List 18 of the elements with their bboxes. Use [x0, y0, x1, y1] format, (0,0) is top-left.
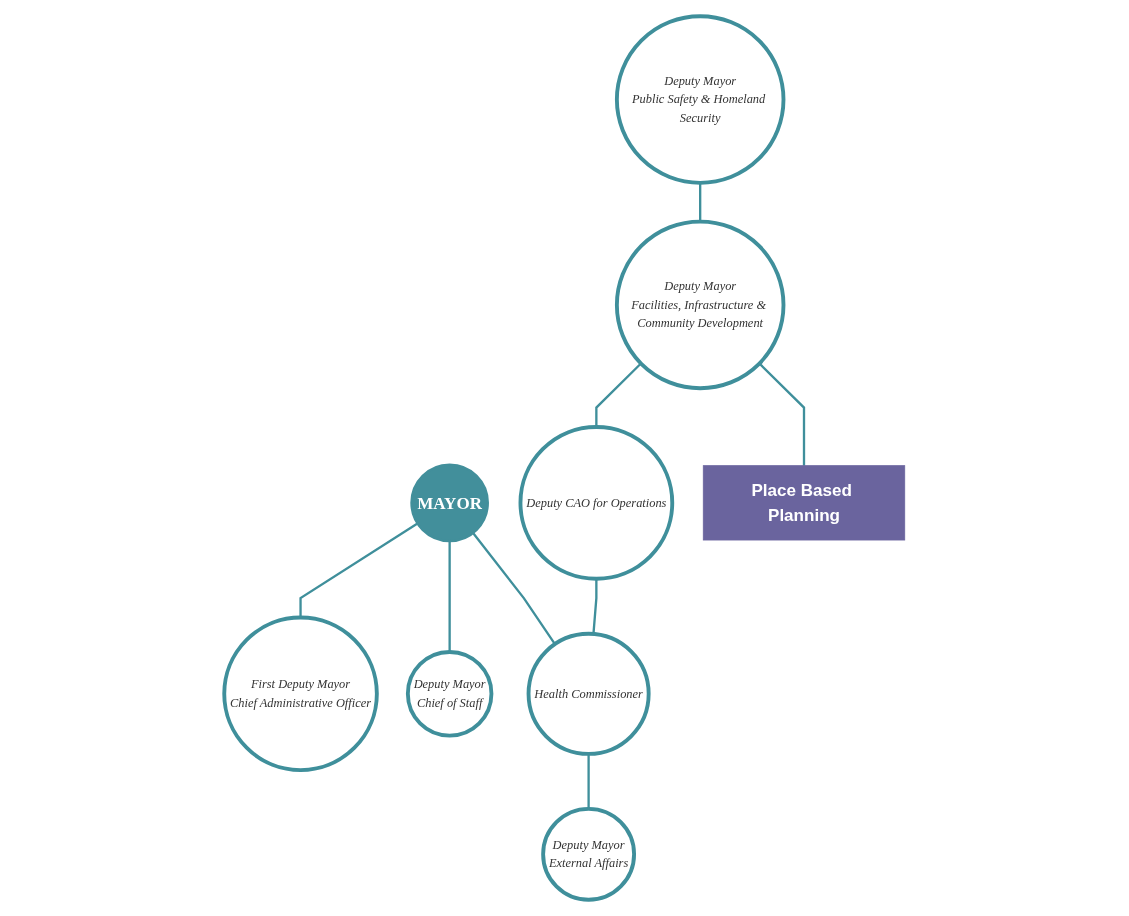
org-chart: MAYOR First Deputy Mayor Chief Administrative Officer Deputy Mayor Chief of Staff Deputy Mayor Public Safety & Homeland Security Deputy Mayor Facilities, Infrastructure & Community Development Deputy CAO for Operations Health Commissioner Deputy Mayor External Affairs Place Based Planning — [10, 10, 1119, 906]
node-circle — [518, 425, 675, 581]
node-circle — [410, 463, 489, 543]
node-circle — [541, 806, 637, 902]
connector — [472, 532, 556, 645]
connector — [699, 182, 702, 222]
node-circle — [222, 615, 379, 773]
node-circle — [614, 219, 786, 391]
connector — [448, 541, 451, 652]
node-circle — [405, 650, 494, 738]
node-box — [702, 465, 906, 541]
connector — [299, 522, 419, 618]
connector — [595, 362, 642, 427]
connector — [592, 578, 598, 634]
connector — [587, 753, 590, 809]
connector — [758, 362, 806, 466]
node-circle — [526, 631, 651, 756]
node-circle — [614, 14, 786, 185]
